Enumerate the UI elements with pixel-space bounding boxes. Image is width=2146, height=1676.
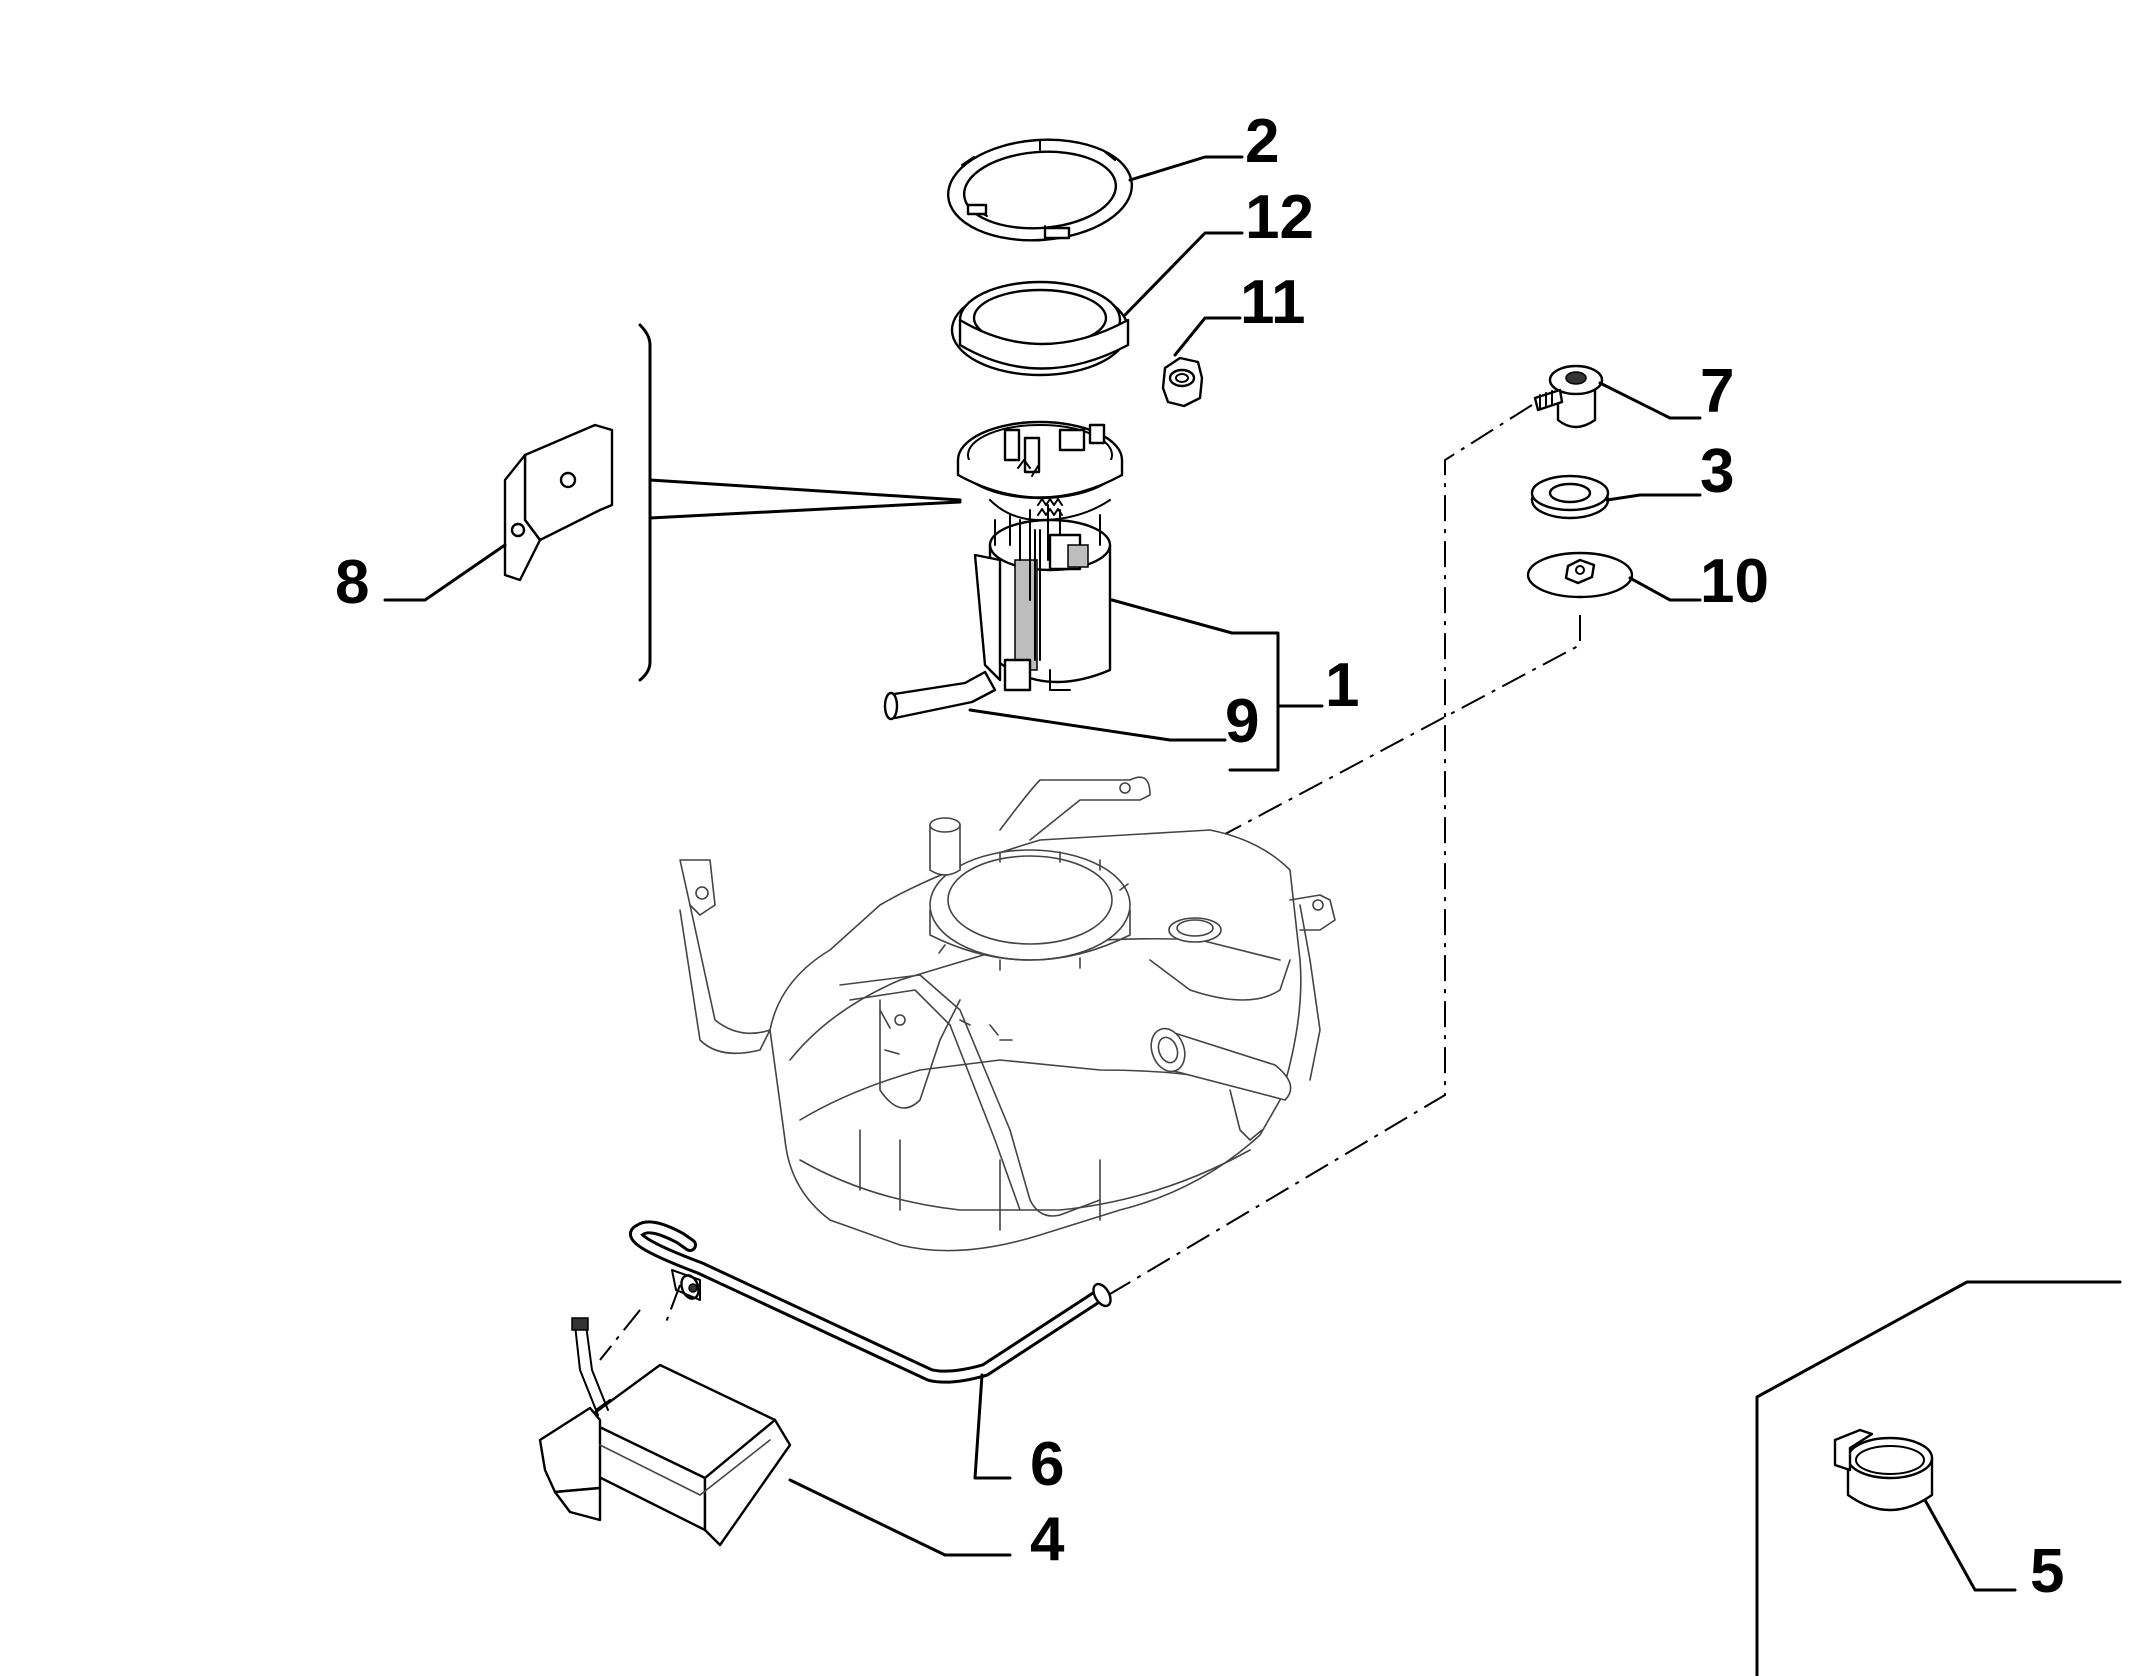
leader-8-to-pump-lower (648, 500, 962, 520)
callout-2: 2 (1245, 107, 1279, 176)
carbon-canister (538, 1317, 792, 1547)
hose-clip (1833, 1428, 1934, 1512)
nut (1161, 356, 1204, 408)
inset-panel-border (1755, 1280, 2122, 1676)
leader-9 (968, 708, 1227, 742)
fuel-pump-module (956, 420, 1124, 692)
callout-10: 10 (1700, 547, 1769, 616)
leader-3 (1605, 493, 1702, 502)
callout-6: 6 (1030, 1430, 1064, 1499)
callout-7: 7 (1700, 357, 1734, 426)
callout-3: 3 (1700, 437, 1734, 506)
leader-4 (788, 1478, 1012, 1557)
callout-8: 8 (335, 548, 369, 617)
callout-4: 4 (1030, 1505, 1065, 1574)
leader-5 (1923, 1498, 2017, 1592)
alignment-line-valve (1099, 404, 1533, 1301)
vent-valve (1533, 364, 1604, 429)
callout-5: 5 (2030, 1537, 2064, 1606)
fuel-hose (629, 1220, 1112, 1384)
leader-10 (1628, 576, 1702, 602)
callout-11: 11 (1240, 268, 1306, 337)
grommet (1530, 474, 1610, 520)
alignment-line-washer (1194, 615, 1581, 900)
leader-12 (1123, 231, 1244, 317)
leader-2 (1128, 155, 1244, 182)
alignment-line-canister (599, 1284, 681, 1361)
washer (1526, 551, 1634, 599)
seal-ring (950, 280, 1130, 377)
leader-1-bracket (1110, 598, 1280, 772)
assembly-bracket-line (638, 323, 652, 682)
leader-8-to-pump-top (648, 478, 962, 502)
leader-lines (383, 155, 2017, 1592)
leader-8 (383, 543, 507, 602)
leader-6 (973, 1373, 1012, 1480)
callout-9: 9 (1225, 687, 1259, 756)
leader-7 (1598, 381, 1702, 420)
callout-12: 12 (1245, 183, 1314, 252)
locking-ring (946, 138, 1134, 242)
suction-hose (883, 670, 997, 721)
callout-1: 1 (1325, 651, 1359, 720)
leader-11 (1173, 316, 1242, 357)
fuel-tank (679, 776, 1336, 1252)
bracket (503, 423, 614, 582)
